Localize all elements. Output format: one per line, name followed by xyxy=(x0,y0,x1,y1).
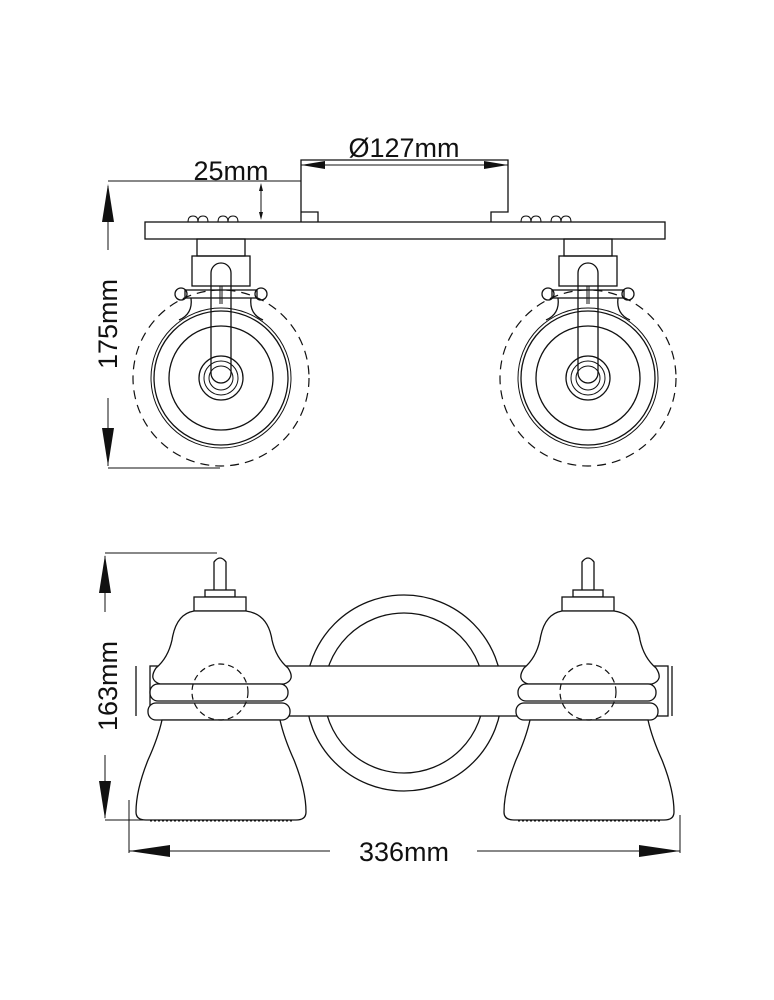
top-view: Ø127mm 25mm 175mm xyxy=(93,133,677,469)
dimension-projection-depth: 25mm xyxy=(108,156,301,220)
mounting-bar xyxy=(144,221,666,240)
left-shade-front xyxy=(135,557,307,822)
label-front-height: 163mm xyxy=(93,641,123,731)
front-view: 163mm 336mm xyxy=(93,552,681,867)
screw-heads xyxy=(187,215,572,223)
right-spotlight-top xyxy=(499,238,677,467)
dimension-overall-width: 336mm xyxy=(128,800,681,867)
label-top-height: 175mm xyxy=(93,279,123,369)
dimension-top-height: 175mm xyxy=(93,184,220,469)
label-projection-depth: 25mm xyxy=(193,156,268,186)
label-overall-width: 336mm xyxy=(359,837,449,867)
left-spotlight-top xyxy=(132,238,310,467)
dimension-backplate-diameter: Ø127mm xyxy=(301,133,508,169)
dimension-front-height: 163mm xyxy=(93,552,217,821)
right-shade-front xyxy=(503,557,675,822)
backplate-profile xyxy=(300,159,509,222)
label-backplate-diameter: Ø127mm xyxy=(348,133,459,163)
